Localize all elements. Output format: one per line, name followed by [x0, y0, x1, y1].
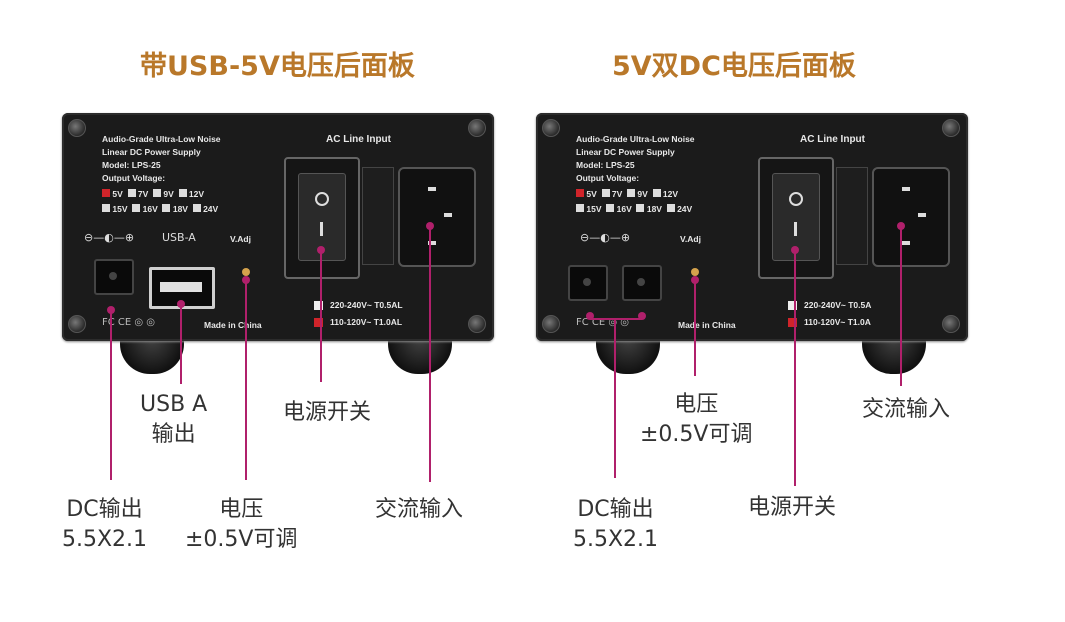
- voltage-adjust-pot: [691, 268, 699, 276]
- leader-dc-output: [614, 318, 616, 478]
- fuse-holder: [836, 167, 868, 265]
- leader-dc-bridge: [590, 318, 642, 320]
- power-rocker-switch: [772, 173, 820, 261]
- leader-voltage-adjust: [245, 280, 247, 480]
- panel-text-line1: Audio-Grade Ultra-Low Noise: [102, 134, 221, 144]
- leader-dc-output: [110, 310, 112, 480]
- voltage-row-1: 5V 7V 9V 12V: [576, 188, 678, 201]
- leader-power-switch: [794, 250, 796, 486]
- fuse-rating-220: 220-240V~ T0.5AL: [330, 300, 403, 310]
- panel-text-line4: Output Voltage:: [102, 173, 166, 183]
- fuse-indicator-220: [788, 301, 797, 310]
- screw-icon: [68, 315, 86, 333]
- dc-polarity-symbol: ⊖—◐—⊕: [580, 231, 631, 244]
- screw-icon: [468, 315, 486, 333]
- panel-text-line2: Linear DC Power Supply: [102, 147, 201, 157]
- right-title: 5V双DC电压后面板: [612, 51, 856, 82]
- fuse-indicator-220: [314, 301, 323, 310]
- ac-line-input-label: AC Line Input: [326, 134, 391, 145]
- fuse-indicator-110: [314, 318, 323, 327]
- made-in-china: Made in China: [204, 320, 262, 330]
- label-power-switch: 电源开关: [748, 495, 837, 520]
- ac-iec-inlet: [398, 167, 476, 267]
- power-switch-frame: [284, 157, 360, 279]
- fuse-rating-220: 220-240V~ T0.5A: [804, 300, 872, 310]
- screw-icon: [942, 315, 960, 333]
- power-switch-frame: [758, 157, 834, 279]
- vadj-label: V.Adj: [230, 234, 251, 244]
- ac-iec-inlet: [872, 167, 950, 267]
- leader-ac-input: [900, 226, 902, 386]
- voltage-adjust-pot: [242, 268, 250, 276]
- fuse-rating-110: 110-120V~ T1.0AL: [330, 317, 403, 327]
- label-power-switch: 电源开关: [283, 400, 372, 425]
- leader-power-switch: [320, 250, 322, 382]
- screw-icon: [942, 119, 960, 137]
- fuse-rating-110: 110-120V~ T1.0A: [804, 317, 871, 327]
- leader-voltage-adjust: [694, 280, 696, 376]
- left-title: 带USB-5V电压后面板: [140, 51, 415, 82]
- fuse-holder: [362, 167, 394, 265]
- made-in-china: Made in China: [678, 320, 736, 330]
- label-voltage-adjust: 电压±0.5V可调: [640, 392, 753, 447]
- usb-a-label: USB-A: [162, 231, 196, 244]
- panel-text-line1: Audio-Grade Ultra-Low Noise: [576, 134, 695, 144]
- dc-output-jack-2: [622, 265, 662, 301]
- leader-usb-output: [180, 304, 182, 384]
- screw-icon: [68, 119, 86, 137]
- panel-text-line3: Model: LPS-25: [576, 160, 635, 170]
- panel-text-line3: Model: LPS-25: [102, 160, 161, 170]
- label-ac-input: 交流输入: [375, 497, 464, 522]
- voltage-row-2: 15V 16V 18V 24V: [576, 203, 692, 216]
- label-ac-input: 交流输入: [862, 397, 951, 422]
- panel-text-line4: Output Voltage:: [576, 173, 640, 183]
- voltage-row-1: 5V 7V 9V 12V: [102, 188, 204, 201]
- dc-output-jack: [94, 259, 134, 295]
- panel-text-line2: Linear DC Power Supply: [576, 147, 675, 157]
- fuse-indicator-110: [788, 318, 797, 327]
- voltage-row-2: 15V 16V 18V 24V: [102, 203, 218, 216]
- dc-output-jack-1: [568, 265, 608, 301]
- leader-ac-input: [429, 226, 431, 482]
- screw-icon: [468, 119, 486, 137]
- label-voltage-adjust: 电压±0.5V可调: [185, 497, 298, 552]
- certification-marks: FC CE ◎ ◎: [576, 317, 630, 328]
- ac-line-input-label: AC Line Input: [800, 134, 865, 145]
- certification-marks: FC CE ◎ ◎: [102, 317, 156, 328]
- right-rear-panel: Audio-Grade Ultra-Low Noise Linear DC Po…: [536, 113, 968, 341]
- screw-icon: [542, 315, 560, 333]
- vadj-label: V.Adj: [680, 234, 701, 244]
- dc-polarity-symbol: ⊖—◐—⊕: [84, 231, 135, 244]
- screw-icon: [542, 119, 560, 137]
